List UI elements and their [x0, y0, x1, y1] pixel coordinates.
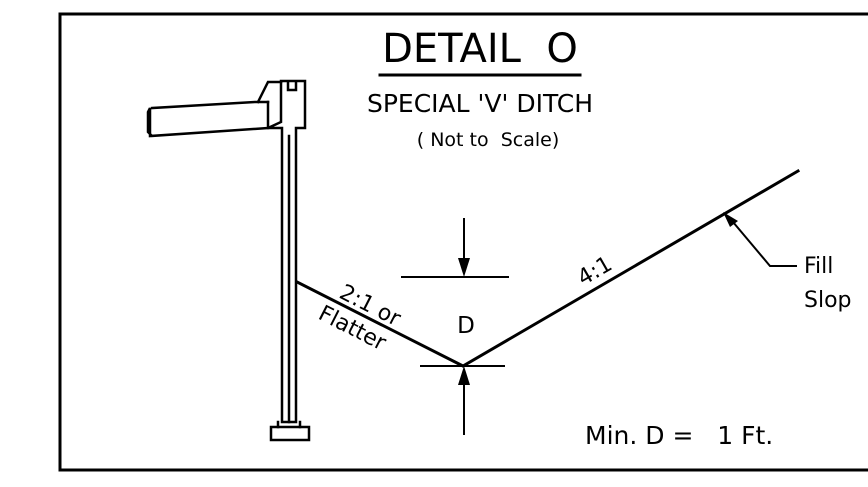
depth-label: D [457, 313, 475, 339]
depth-arrow-top-head [458, 258, 470, 277]
detail-subtitle: SPECIAL 'V' DITCH [367, 89, 593, 118]
fill-slope-label-line2: Slop [804, 288, 852, 313]
scale-note: ( Not to Scale) [417, 129, 559, 151]
detail-title: DETAIL O [382, 26, 578, 72]
min-depth-note: Min. D = 1 Ft. [585, 421, 773, 450]
fill-slope-leader [731, 220, 797, 267]
guardrail-post [146, 79, 311, 442]
depth-arrow-bottom-head [458, 366, 470, 385]
fill-slope-leader-arrowhead [723, 212, 738, 227]
fill-slope-label-line1: Fill [804, 254, 833, 279]
drawing-frame [58, 12, 868, 472]
right-slope-label: 4:1 [574, 252, 617, 291]
